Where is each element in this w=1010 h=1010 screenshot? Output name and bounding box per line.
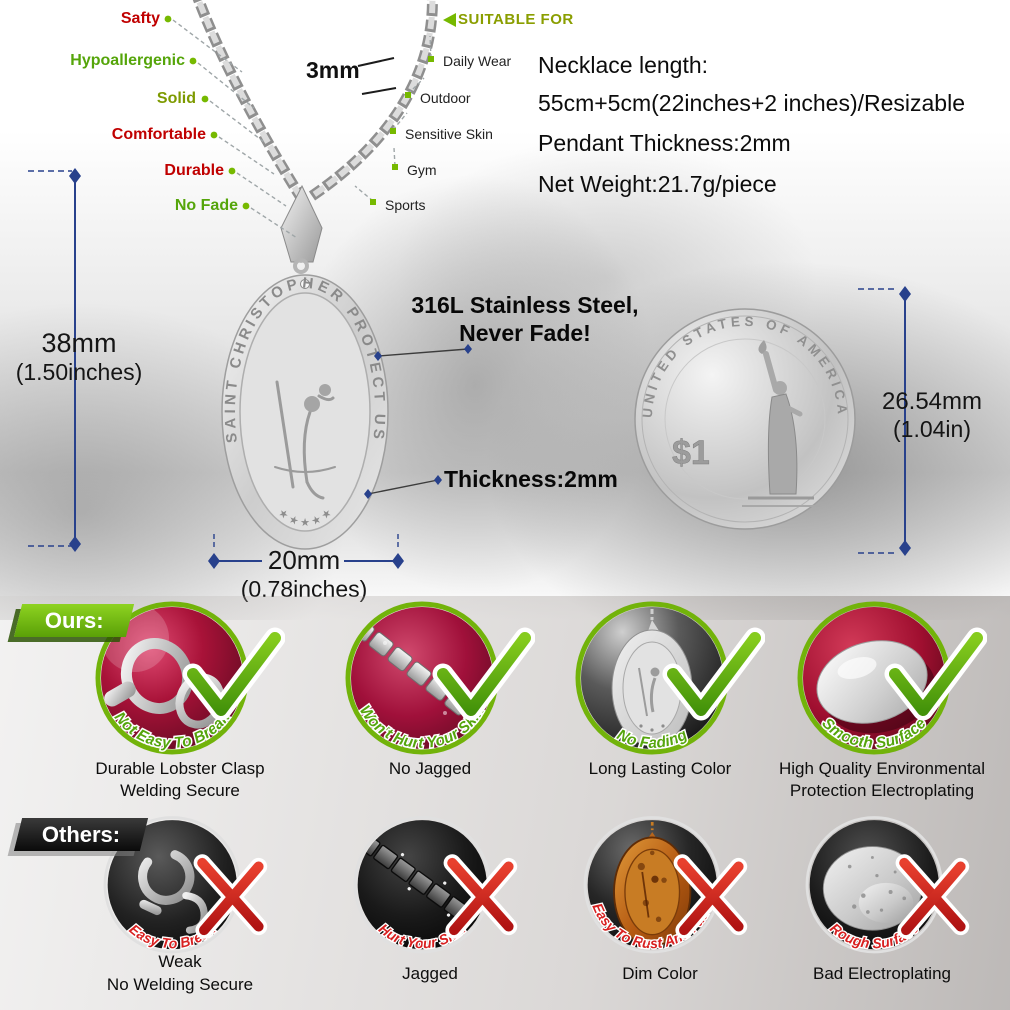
statue-of-liberty-figure <box>742 340 820 507</box>
suitable-item-outdoor: Outdoor <box>420 90 471 106</box>
compare-ours-chain: Won't Hurt Your Skin No Jagged <box>310 598 550 808</box>
material-line1: 316L Stainless Steel, <box>411 292 639 318</box>
suitable-for-title: SUITABLE FOR <box>458 11 574 28</box>
dimension-coin-diameter: 26.54mm (1.04in) <box>862 388 1002 443</box>
dimension-pendant-height: 38mm (1.50inches) <box>0 328 158 386</box>
cross-icon <box>673 854 748 939</box>
spec-necklace-length-title: Necklace length: <box>538 52 709 78</box>
spec-necklace-length-value: 55cm+5cm(22inches+2 inches)/Resizable <box>538 90 965 116</box>
saint-christopher-figure <box>274 380 336 500</box>
coin-diameter-in: (1.04in) <box>893 416 971 442</box>
compare-others-chain: Hurt Your Skin Jagged <box>310 812 550 1010</box>
thickness-callout: Thickness:2mm <box>444 466 618 492</box>
coin-illustration: UNITED STATES OF AMERICA $1 <box>634 308 856 530</box>
caption-line: High Quality Environmental <box>779 759 985 778</box>
coin-diameter-mm: 26.54mm <box>881 388 983 415</box>
spec-net-weight: Net Weight:21.7g/piece <box>538 171 777 197</box>
caption-line: No Welding Secure <box>106 975 254 994</box>
cross-icon <box>895 854 970 939</box>
feature-label-no-fade: No Fade <box>174 197 238 214</box>
caption-line: Dim Color <box>622 964 698 983</box>
checkmark-icon <box>662 627 765 721</box>
cross-icon <box>443 854 518 939</box>
compare-ours-surface: Smooth Surface High Quality Environmenta… <box>762 598 1002 808</box>
ours-badge: Ours: <box>13 604 135 637</box>
checkmark-icon <box>884 627 987 721</box>
caption-line: Long Lasting Color <box>588 759 732 778</box>
comparison-section: Ours: Others: N <box>0 596 1010 1010</box>
suitable-item-sensitive-skin: Sensitive Skin <box>405 126 493 142</box>
chain-width-label: 3mm <box>306 57 360 83</box>
feature-label-solid: Solid <box>156 90 196 107</box>
ours-badge-label: Ours: <box>44 607 104 633</box>
dimension-pendant-width: 20mm (0.78inches) <box>228 545 380 603</box>
material-line2: Never Fade! <box>459 320 591 346</box>
caption-line: Durable Lobster Clasp <box>95 759 265 778</box>
spec-pendant-thickness: Pendant Thickness:2mm <box>538 130 791 156</box>
feature-label-hypoallergenic: Hypoallergenic <box>70 52 185 69</box>
caption-line: Jagged <box>402 964 458 983</box>
caption-line: Weak <box>158 952 202 971</box>
feature-label-comfortable: Comfortable <box>111 126 206 143</box>
suitable-item-sports: Sports <box>385 197 426 213</box>
suitable-item-daily-wear: Daily Wear <box>443 53 512 69</box>
checkmark-icon <box>432 627 535 721</box>
compare-ours-color: No Fading Long Lasting Color <box>540 598 780 808</box>
others-badge-label: Others: <box>41 821 121 847</box>
pendant-height-in: (1.50inches) <box>15 359 143 385</box>
others-badge: Others: <box>13 818 149 851</box>
pendant-width-in: (0.78inches) <box>240 576 368 602</box>
cross-icon <box>193 854 268 939</box>
pendant-illustration: SAINT CHRISTOPHER PROTECT US ★ ★ ★ ★ ★ <box>221 274 389 550</box>
caption-line: No Jagged <box>388 759 472 778</box>
caption-line: Bad Electroplating <box>813 964 951 983</box>
pendant-width-mm: 20mm <box>267 545 341 575</box>
material-callout: 316L Stainless Steel, Never Fade! <box>403 291 647 347</box>
smooth-surface-photo <box>803 607 945 749</box>
compare-others-surface: Rough Surface Bad Electroplating <box>762 812 1002 1010</box>
suitable-item-gym: Gym <box>407 162 437 178</box>
checkmark-icon <box>182 627 285 721</box>
caption-line: Protection Electroplating <box>789 781 975 800</box>
pendant-photo <box>581 607 723 749</box>
compare-others-color: Easy To Rust And Fade Dim Color <box>540 812 780 1010</box>
feature-label-safty: Safty <box>120 10 160 27</box>
caption-line: Welding Secure <box>120 781 240 800</box>
coin-denomination: $1 <box>672 434 710 472</box>
feature-label-durable: Durable <box>164 162 224 179</box>
pendant-height-mm: 38mm <box>41 328 117 358</box>
